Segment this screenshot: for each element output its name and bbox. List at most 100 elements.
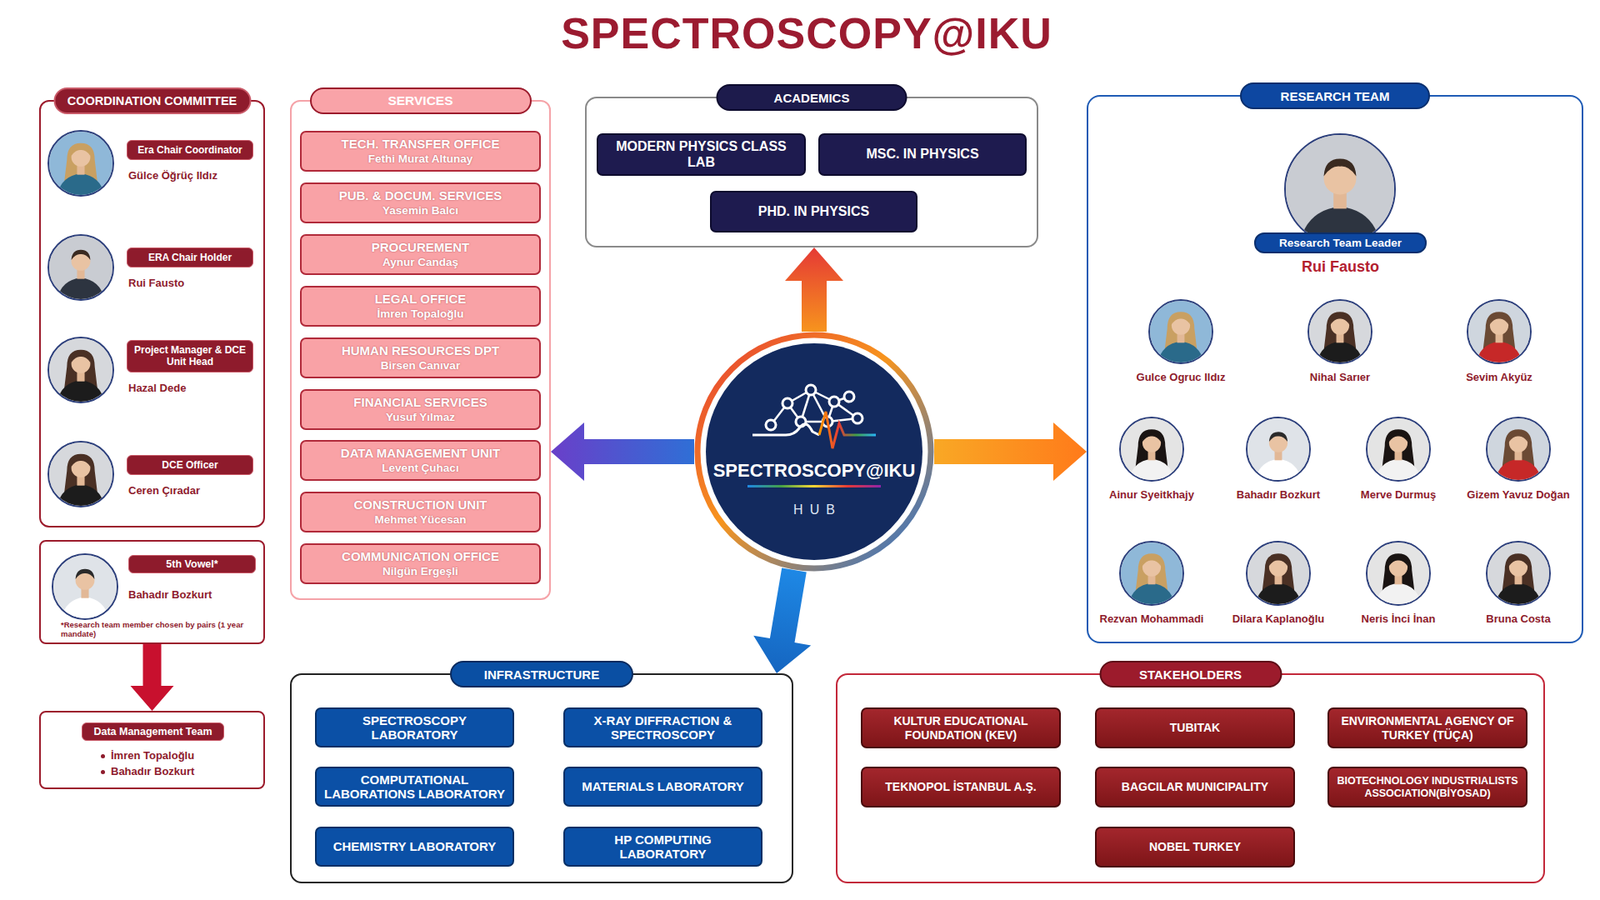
team-member: Nihal Sarıer [1277,299,1403,388]
unit-title: FINANCIAL SERVICES [353,395,487,410]
portrait-photo [1119,540,1185,606]
hair-top [1389,431,1408,442]
unit-title: PHD. IN PHYSICS [758,204,870,220]
clothing [1495,459,1542,480]
logo-atom [829,396,840,407]
team-member: Gulce Ogruc Ildız [1118,299,1244,388]
unit-box: COMPUTATIONAL LABORATIONS LABORATORY [315,766,515,807]
rotating-member-box: 5th Vowel*Bahadır Bozkurt*Research team … [39,540,265,645]
clothing [56,173,105,195]
panel-header-pill: ACADEMICS [716,84,908,111]
portrait-photo [1485,416,1551,482]
bullet-dot [100,754,105,759]
person-name: Rezvan Mohammadi [1080,612,1223,625]
logo-atom [844,391,855,402]
clothing [1128,583,1175,605]
committee-member: Era Chair CoordinatorGülce Öğrüç Ildız [47,130,260,201]
team-box: Data Management Teamİmren TopaloğluBahad… [39,710,265,790]
portrait-figure [1120,418,1183,480]
portrait-figure [1367,542,1430,605]
hair-top [1269,555,1288,566]
person-name: Nilgün Ergeşli [382,565,459,579]
portrait-figure [1367,418,1430,480]
unit-title: LEGAL OFFICE [375,291,467,306]
unit-title: COMPUTATIONAL LABORATIONS LABORATORY [321,772,508,802]
unit-title: MATERIALS LABORATORY [581,779,744,794]
hub-ring [697,335,931,569]
rainbow-line [747,485,881,488]
unit-box: KULTUR EDUCATIONAL FOUNDATION (KEV) [860,707,1061,749]
team-member: Neris İnci İnan [1335,540,1461,630]
portrait-photo [1307,299,1373,365]
person-name: Ainur Syeitkhajy [1080,488,1223,501]
person-name: Neris İnci İnan [1327,612,1470,625]
unit-box: CHEMISTRY LABORATORY [315,826,515,867]
team-member: Sevim Akyüz [1436,299,1562,388]
unit-title: TUBITAK [1170,720,1220,735]
portrait-figure [49,131,113,195]
portrait-figure [1487,418,1550,480]
unit-box: TEKNOPOL İSTANBUL A.Ş. [860,766,1061,808]
unit-title: BAGCILAR MUNICIPALITY [1121,780,1269,794]
unit-box: CONSTRUCTION UNITMehmet Yücesan [300,491,541,533]
unit-title: PUB. & DOCUM. SERVICES [339,188,503,203]
hub-circle: SPECTROSCOPY@IKUHUB [694,331,935,572]
team-member: Ainur Syeitkhajy [1089,416,1215,505]
unit-box: PROCUREMENTAynur Candaş [300,234,541,275]
block-arrow [550,422,695,481]
member-info: ERA Chair HolderRui Fausto [126,247,259,290]
person-name: Merve Durmuş [1327,488,1470,501]
hair-top [71,352,91,363]
logo-atom [852,413,863,424]
unit-box: NOBEL TURKEY [1095,826,1295,868]
portrait-photo [47,440,115,508]
logo-atom [765,420,776,430]
panel-header-pill: STAKEHOLDERS [1099,660,1282,688]
clothing [1255,583,1302,605]
hair-top [71,250,91,260]
person-name: Levent Çuhacı [381,461,459,475]
person-name: Gülce Öğrüç Ildız [128,169,259,182]
clothing [1157,341,1205,363]
portrait-figure [49,442,113,506]
unit-title: KULTUR EDUCATIONAL FOUNDATION (KEV) [867,714,1055,741]
unit-title: SPECTROSCOPY LABORATORY [321,713,508,743]
unit-title: TECH. TRANSFER OFFICE [341,136,500,151]
footnote: *Research team member chosen by pairs (1… [60,620,246,640]
unit-title: CONSTRUCTION UNIT [354,497,488,512]
team-member: Dilara Kaplanoğlu [1215,540,1341,630]
portrait-figure [49,338,113,402]
unit-title: HUMAN RESOURCES DPT [341,343,500,358]
clothing [1375,459,1422,480]
unit-title: PROCUREMENT [371,240,470,255]
unit-title: ENVIRONMENTAL AGENCY OF TURKEY (TÜÇA) [1334,714,1521,741]
portrait-figure [1285,135,1395,244]
unit-title: COMMUNICATION OFFICE [341,549,500,564]
portrait-figure [1487,542,1550,605]
person-name: Bruna Costa [1447,612,1590,625]
clothing [1316,341,1364,363]
hub-ring-gap [702,340,926,564]
unit-box: MODERN PHYSICS CLASS LAB [596,133,806,176]
role-pill: ERA Chair Holder [126,247,254,268]
block-arrow [785,247,844,332]
person-name: Gizem Yavuz Doğan [1447,488,1590,501]
hair-top [1269,431,1288,442]
hair-top [75,569,95,580]
clothing [1475,341,1523,363]
portrait-photo [47,130,115,197]
team-member: Bahadır Bozkurt [1215,416,1341,505]
committee-member: DCE OfficerCeren Çıradar [47,440,260,512]
role-pill: Era Chair Coordinator [126,140,254,160]
portrait-photo [1365,540,1431,606]
role-pill: Research Team Leader [1254,232,1427,254]
unit-box: X-RAY DIFFRACTION & SPECTROSCOPY [563,707,763,748]
clothing [56,484,105,506]
portrait-photo [1485,540,1551,606]
portrait-photo [51,553,119,620]
hair-top [1509,431,1528,442]
portrait-figure [1247,542,1310,605]
unit-title: TEKNOPOL İSTANBUL A.Ş. [885,780,1037,794]
person-name: Rui Fausto [128,276,259,290]
block-arrow [753,568,811,675]
